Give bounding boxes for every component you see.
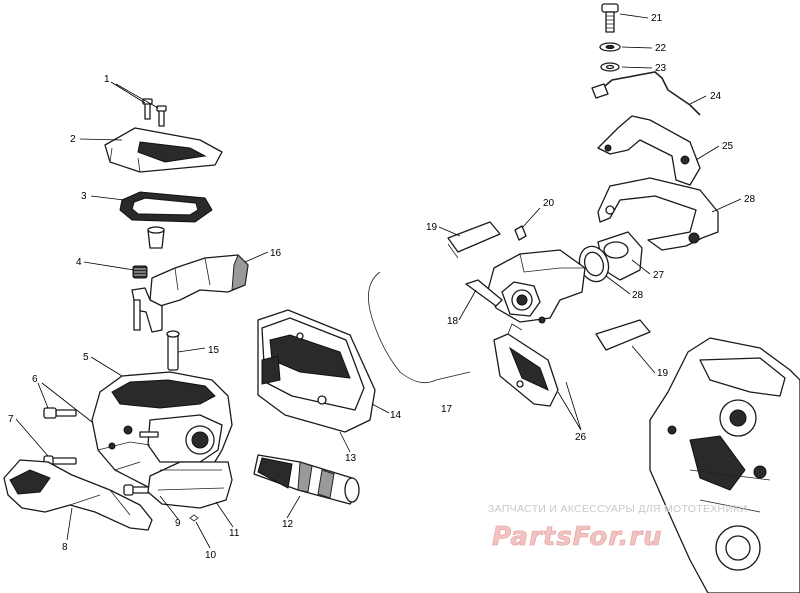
callout-5: 5 — [83, 352, 89, 363]
bracket — [597, 115, 701, 186]
callout-19-bottom: 19 — [657, 368, 669, 379]
watermark-logo: PartsFor.ru — [492, 522, 663, 552]
callout-1: 1 — [104, 74, 110, 85]
leader-lines — [15, 13, 742, 549]
brake-lever — [3, 459, 153, 531]
callout-7: 7 — [8, 414, 14, 425]
callout-28-right: 28 — [744, 194, 756, 205]
pad-plate — [447, 221, 501, 259]
housing — [91, 371, 233, 489]
callout-16: 16 — [270, 248, 282, 259]
callout-18: 18 — [447, 316, 459, 327]
bolt — [601, 3, 619, 33]
gasket — [119, 191, 213, 223]
callout-10: 10 — [205, 550, 217, 561]
screw-7 — [43, 455, 77, 467]
seal-ring — [578, 245, 610, 283]
callout-26: 26 — [575, 432, 587, 443]
spring — [132, 265, 148, 279]
clip — [189, 514, 199, 522]
callout-9: 9 — [175, 518, 181, 529]
callout-25: 25 — [722, 141, 734, 152]
watermark: ЗАПЧАСТИ И АКСЕССУАРЫ ДЛЯ МОТОТЕХНИКИ Pa… — [488, 503, 748, 552]
callout-6: 6 — [32, 374, 38, 385]
pivot-arm — [131, 287, 163, 333]
callout-28-lower: 28 — [632, 290, 644, 301]
lower-cover — [147, 461, 233, 509]
wire-clip — [591, 71, 701, 116]
cover-plate — [257, 309, 376, 433]
lock-washer — [600, 62, 620, 72]
callout-2: 2 — [70, 134, 76, 145]
callout-3: 3 — [81, 191, 87, 202]
callout-27: 27 — [653, 270, 665, 281]
watermark-caption: ЗАПЧАСТИ И АКСЕССУАРЫ ДЛЯ МОТОТЕХНИКИ — [488, 503, 748, 515]
callout-13: 13 — [345, 453, 357, 464]
callout-14: 14 — [390, 410, 402, 421]
assembly-bracket — [368, 271, 471, 384]
pad-clip — [465, 279, 503, 307]
gear-housing — [649, 337, 800, 593]
screw-6b — [139, 431, 159, 438]
throttle-lever — [149, 254, 249, 307]
bleeder-screw — [514, 225, 527, 241]
callout-11: 11 — [229, 528, 240, 539]
washer — [599, 42, 621, 52]
callout-12: 12 — [282, 519, 294, 530]
callout-19-top: 19 — [426, 222, 438, 233]
callout-20: 20 — [543, 198, 555, 209]
pad-plate-lower — [595, 319, 651, 351]
callout-21: 21 — [651, 13, 663, 24]
pin — [166, 330, 180, 371]
callout-8: 8 — [62, 542, 68, 553]
caliper-body — [487, 249, 586, 324]
top-cover — [104, 127, 223, 173]
callout-17: 17 — [441, 404, 453, 415]
grip-sleeve — [253, 454, 360, 505]
callout-23: 23 — [655, 63, 667, 74]
callout-4: 4 — [76, 257, 82, 268]
screw-pair — [142, 98, 167, 127]
brake-pads — [493, 323, 559, 407]
callout-labels: 1 2 3 4 5 6 7 8 9 10 11 12 13 14 15 16 1… — [8, 13, 756, 561]
frame — [597, 177, 719, 251]
screw-6 — [43, 407, 77, 419]
callout-24: 24 — [710, 91, 722, 102]
callout-22: 22 — [655, 43, 667, 54]
callout-15: 15 — [208, 345, 220, 356]
plug — [147, 226, 165, 249]
